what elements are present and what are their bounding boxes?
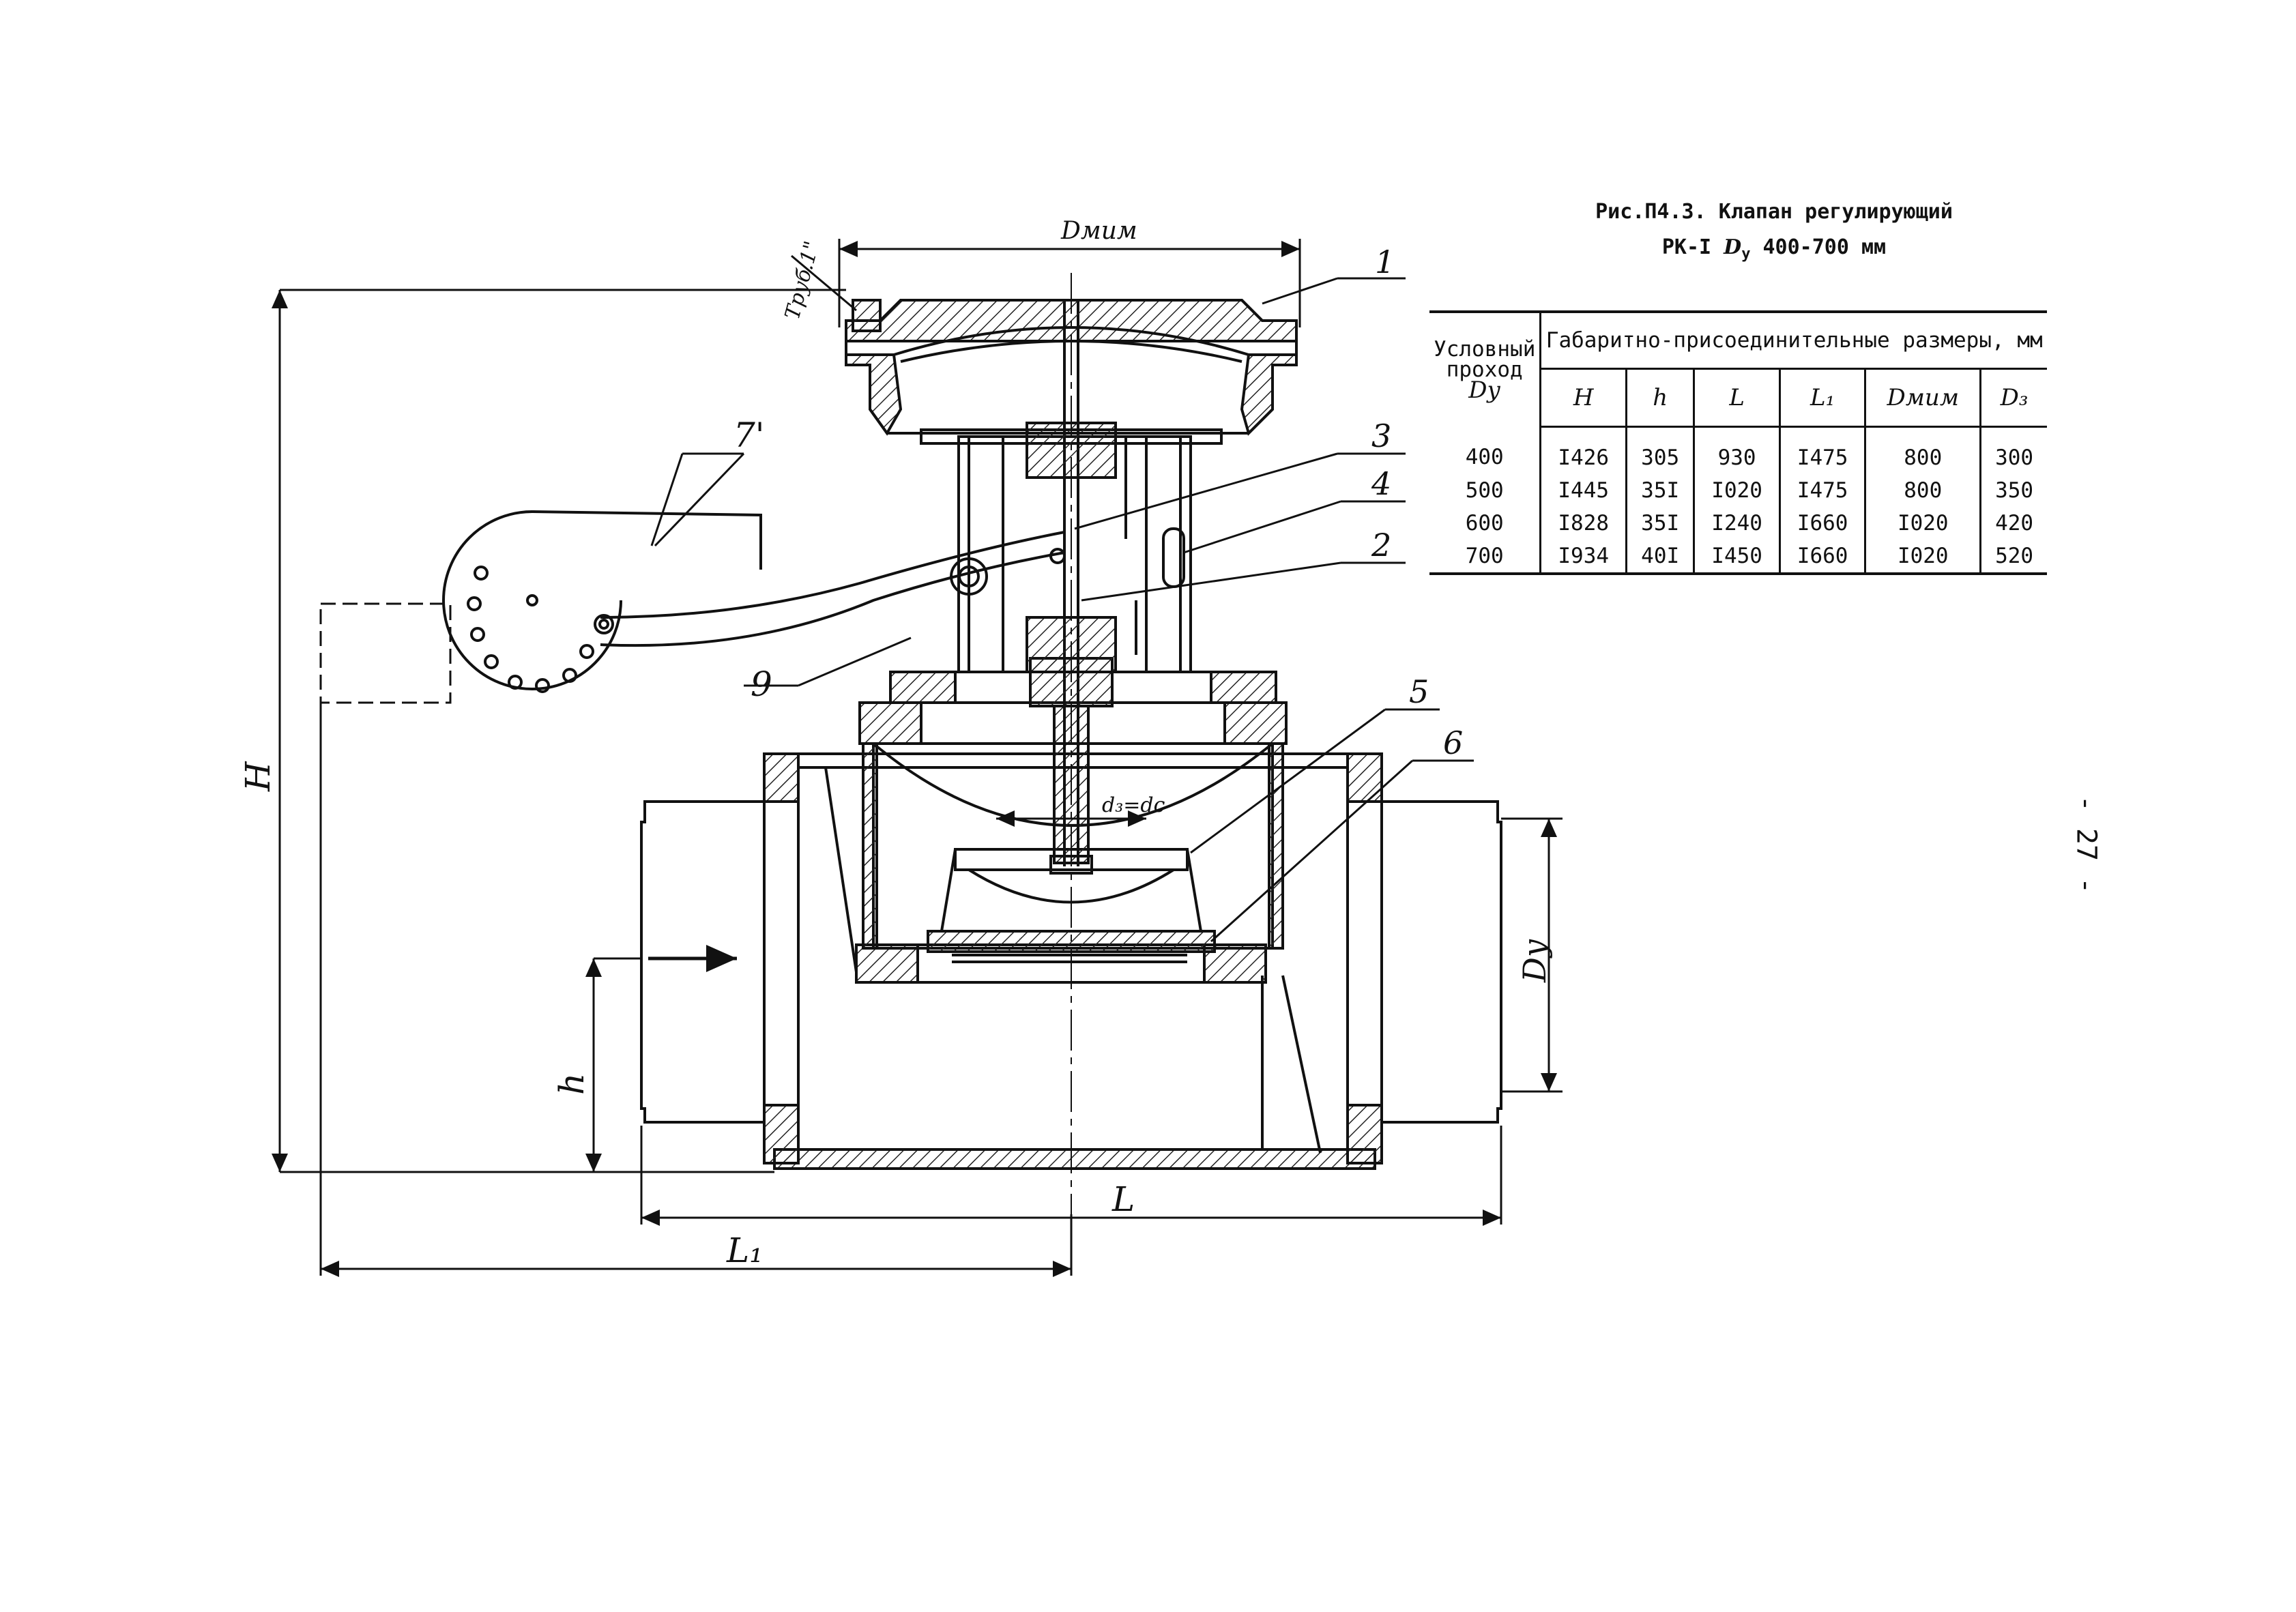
table-cell: 35I	[1625, 507, 1694, 540]
col-header: Dмим	[1864, 368, 1981, 428]
table-cell: 930	[1693, 426, 1780, 474]
label-part-1: 1	[1375, 244, 1395, 280]
table-cell: I426	[1539, 426, 1627, 474]
col0-line2: проход	[1446, 357, 1523, 383]
label-part-9: 9	[751, 664, 772, 704]
table-cell: 400	[1429, 426, 1542, 474]
dimension-lines	[272, 239, 1563, 1277]
table-cell: 420	[1979, 507, 2047, 540]
table-cell: I934	[1539, 540, 1627, 575]
table-cell: 305	[1625, 426, 1694, 474]
col-header: L₁	[1778, 368, 1865, 428]
table-cell: 40I	[1625, 540, 1694, 575]
table-cell: 800	[1864, 426, 1981, 474]
table-cell: 800	[1864, 474, 1981, 507]
page-number: - 27 -	[2070, 795, 2102, 894]
label-part-7: 7'	[733, 415, 765, 455]
table-cell: I475	[1778, 426, 1865, 474]
table-cell: I020	[1864, 540, 1981, 575]
table-cell: 500	[1429, 474, 1542, 507]
table-cell: I660	[1778, 540, 1865, 575]
leader-lines	[650, 254, 1474, 943]
label-dim-D-mim: Dмим	[1060, 217, 1137, 245]
col-header: L	[1693, 368, 1780, 428]
inlet-pipe	[640, 800, 766, 1124]
label-dim-Dy: Dу	[1516, 939, 1553, 983]
label-dim-L: L	[1111, 1179, 1135, 1219]
label-part-2: 2	[1371, 527, 1391, 563]
label-dim-H: H	[238, 761, 278, 792]
caption-suffix: 400-700 мм	[1762, 235, 1887, 259]
table-cell: 520	[1979, 540, 2047, 575]
col-conditional-pass: Условный проход Dу	[1429, 310, 1542, 427]
counterweight	[442, 510, 762, 693]
table-cell: I240	[1693, 507, 1780, 540]
table-cell: I020	[1693, 474, 1780, 507]
lever-arm	[600, 531, 1066, 647]
symbol-row: H h L L₁ Dмим D₃	[1429, 368, 2047, 428]
dimensions-table: Условный проход Dу Габаритно-присоединит…	[1429, 310, 2047, 575]
label-part-5: 5	[1409, 673, 1429, 710]
group-header: Габаритно-присоединительные размеры, мм	[1539, 310, 2047, 369]
counterweight-alt-position	[319, 602, 452, 704]
label-part-6: 6	[1443, 724, 1463, 761]
label-dim-d3: d₃=dс	[1102, 793, 1165, 817]
figure-caption: Рис.П4.3. Клапан регулирующий РК-I Dу 40…	[1542, 194, 2006, 272]
col-header: H	[1540, 368, 1627, 428]
table-cell: I450	[1693, 540, 1780, 575]
table-row: 600 I828 35I I240 I660 I020 420	[1429, 507, 2047, 540]
table-cell: I475	[1778, 474, 1865, 507]
caption-prefix: РК-I	[1661, 235, 1712, 259]
table-row: 500 I445 35I I020 I475 800 350	[1429, 474, 2047, 507]
caption-line-2: РК-I Dу 400-700 мм	[1542, 230, 2006, 272]
table-cell: 300	[1979, 426, 2047, 474]
label-dim-h: h	[552, 1073, 592, 1095]
label-pipe-note: Труб.1"	[781, 239, 824, 322]
col0-line3: Dу	[1468, 377, 1501, 405]
table-cell: I828	[1539, 507, 1627, 540]
table-cell: 600	[1429, 507, 1542, 540]
col0-line1: Условный	[1434, 337, 1536, 362]
table-cell: I660	[1778, 507, 1865, 540]
table-cell: 350	[1979, 474, 2047, 507]
label-part-4: 4	[1371, 465, 1391, 502]
outlet-pipe	[1382, 800, 1502, 1124]
caption-symbol: D	[1724, 235, 1742, 259]
table-cell: I445	[1539, 474, 1627, 507]
table-cell: I020	[1864, 507, 1981, 540]
col-header: D₃	[1979, 368, 2047, 428]
table-row: 700 I934 40I I450 I660 I020 520	[1429, 540, 2047, 575]
caption-symbol-sub: у	[1741, 246, 1751, 263]
label-dim-L1: L₁	[726, 1231, 763, 1270]
table-row: 400 I426 305 930 I475 800 300	[1429, 426, 2047, 474]
label-part-3: 3	[1371, 417, 1391, 454]
caption-line-1: Рис.П4.3. Клапан регулирующий	[1595, 200, 1953, 224]
drawing-labels: 1 3 4 2 5 6 7' 9 Dмим L L₁ d₃=dс H h Dу …	[238, 217, 1553, 1270]
table-cell: 35I	[1625, 474, 1694, 507]
col-header: h	[1625, 368, 1694, 428]
table-cell: 700	[1429, 540, 1542, 575]
